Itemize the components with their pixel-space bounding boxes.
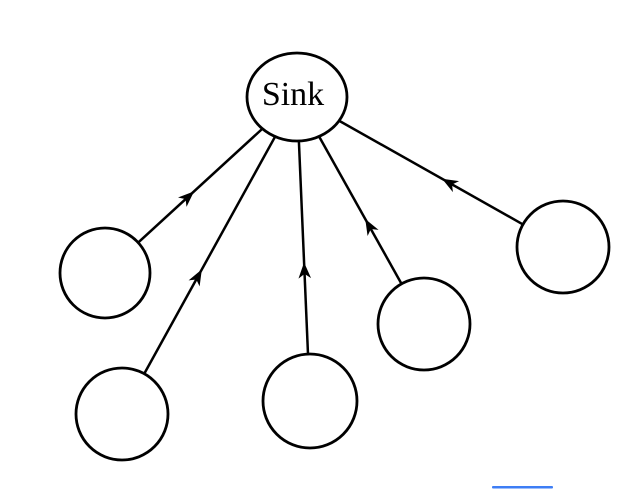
sensor-node xyxy=(376,276,472,372)
edge-line xyxy=(143,135,277,375)
arrowhead-icon xyxy=(298,262,312,279)
arrowhead-icon xyxy=(365,219,379,237)
arrowhead-icon xyxy=(442,178,460,193)
edge-line xyxy=(297,140,310,355)
sensor-node xyxy=(74,366,170,462)
arrowhead-icon xyxy=(188,269,202,287)
edge-line xyxy=(137,127,264,244)
sink-label: Sink xyxy=(261,75,325,113)
edge-line xyxy=(317,135,403,285)
sensor-node xyxy=(261,352,359,450)
highlight-underline xyxy=(492,486,553,489)
sink-node xyxy=(245,51,349,143)
sensor-node xyxy=(58,226,152,320)
sensor-node xyxy=(515,199,611,295)
edge-line xyxy=(338,119,524,226)
arrowhead-icon xyxy=(178,191,195,207)
